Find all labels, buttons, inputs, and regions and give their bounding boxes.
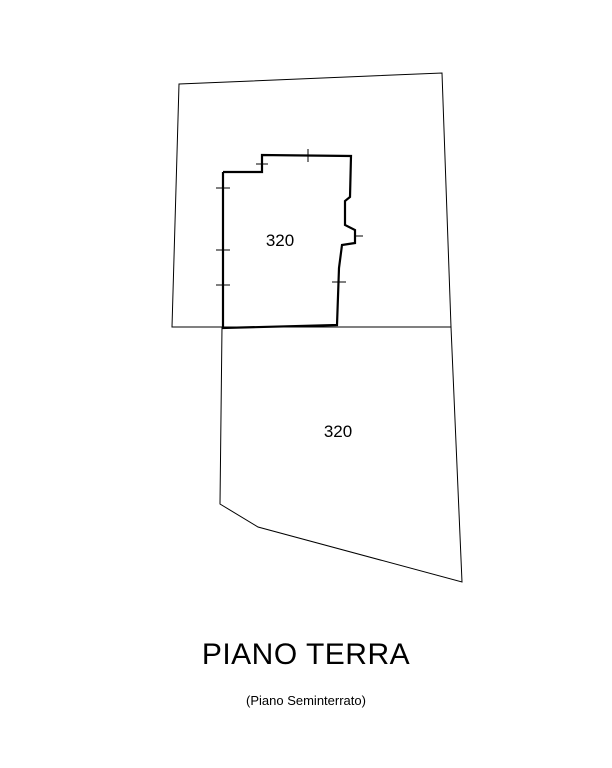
building-footprint (221, 153, 357, 330)
page-subtitle: (Piano Seminterrato) (246, 693, 366, 708)
lower-area-label: 320 (324, 422, 352, 441)
upper-area-label: 320 (266, 231, 294, 250)
lower-lot-outline (219, 326, 463, 583)
page-title: PIANO TERRA (201, 638, 411, 671)
survey-tick-marks (216, 149, 363, 286)
upper-lot-outline (171, 72, 452, 328)
